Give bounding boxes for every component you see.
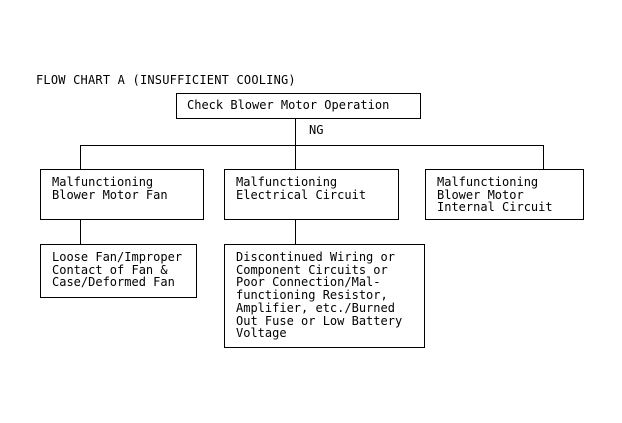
level1-box-text: Malfunctioning Blower Motor Fan <box>52 175 168 202</box>
level1-box-electrical-circuit: Malfunctioning Electrical Circuit <box>224 169 399 220</box>
level1-box-text: Malfunctioning Electrical Circuit <box>236 175 367 202</box>
connector-electrical-to-detail <box>295 220 296 245</box>
level1-box-internal-circuit: Malfunctioning Blower Motor Internal Cir… <box>425 169 584 220</box>
connector-horizontal-bar <box>80 145 544 146</box>
connector-drop-right <box>543 145 544 170</box>
level2-box-electrical-causes: Discontinued Wiring or Component Circuit… <box>224 244 425 348</box>
connector-drop-middle <box>295 145 296 170</box>
level1-box-blower-motor-fan: Malfunctioning Blower Motor Fan <box>40 169 204 220</box>
level1-box-text: Malfunctioning Blower Motor Internal Cir… <box>437 175 553 215</box>
root-box: Check Blower Motor Operation <box>176 93 421 119</box>
root-box-text: Check Blower Motor Operation <box>187 98 390 112</box>
level2-box-text: Loose Fan/Improper Contact of Fan & Case… <box>52 250 183 290</box>
branch-label-ng: NG <box>309 123 324 137</box>
connector-fan-to-detail <box>80 220 81 245</box>
connector-drop-left <box>80 145 81 170</box>
flowchart-title: FLOW CHART A (INSUFFICIENT COOLING) <box>36 73 296 87</box>
level2-box-fan-causes: Loose Fan/Improper Contact of Fan & Case… <box>40 244 197 298</box>
connector-root-down <box>295 119 296 146</box>
level2-box-text: Discontinued Wiring or Component Circuit… <box>236 250 403 341</box>
